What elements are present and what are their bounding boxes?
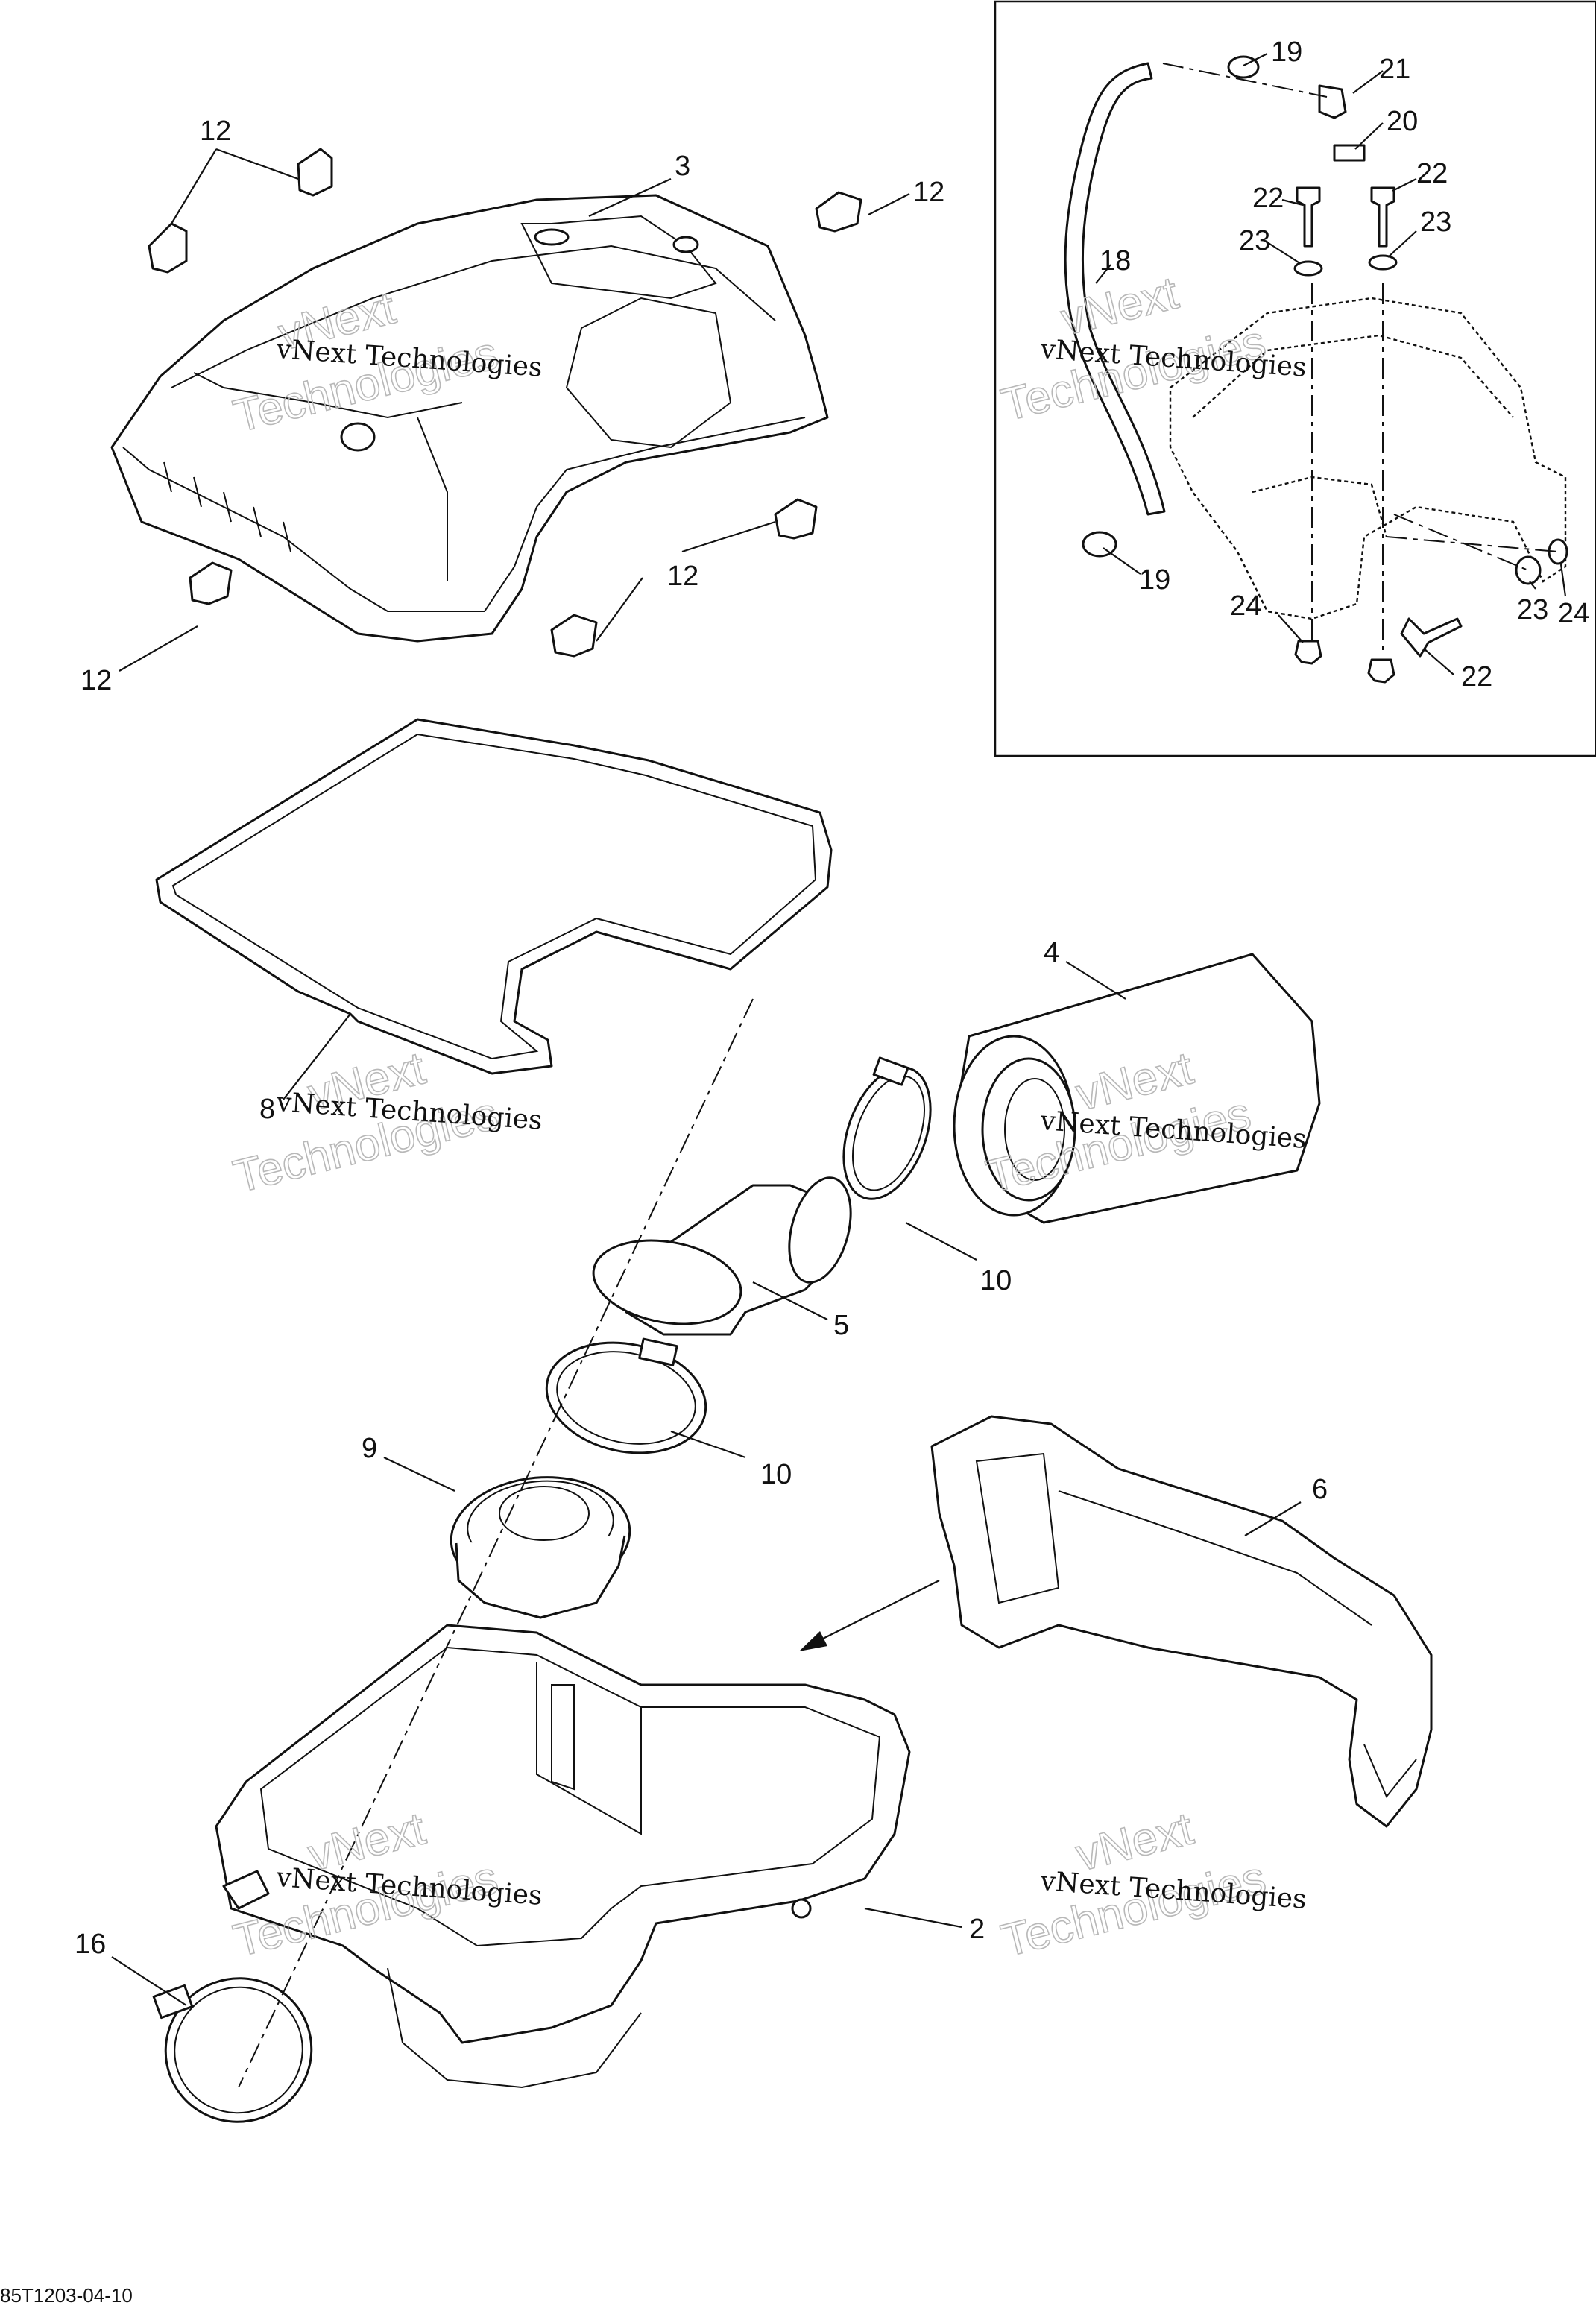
callout-4: 4: [1044, 937, 1059, 968]
part-air-box-cover: [110, 194, 829, 643]
callout-12-b: 12: [913, 177, 944, 208]
callout-24-a: 24: [1230, 590, 1261, 622]
callout-9: 9: [362, 1433, 377, 1464]
callout-18: 18: [1100, 245, 1131, 277]
part-intake-elbow: [592, 1176, 852, 1336]
callout-12-c: 12: [667, 561, 698, 592]
callout-24-b: 24: [1558, 598, 1589, 629]
callout-20: 20: [1387, 106, 1418, 137]
callout-16: 16: [75, 1929, 106, 1960]
part-hose-clamp-16: [152, 1977, 313, 2123]
callout-23-c: 23: [1517, 594, 1548, 625]
part-gasket: [155, 718, 833, 1075]
callout-3: 3: [675, 151, 690, 182]
part-clips: [148, 148, 862, 658]
assembly-arrow: [799, 1580, 940, 1651]
part-clamps: [545, 1056, 932, 1454]
part-adapter-boot: [450, 1476, 631, 1619]
part-air-box-base: [215, 1624, 911, 2089]
callout-10-a: 10: [980, 1265, 1012, 1296]
callout-22-b: 22: [1416, 158, 1448, 189]
callout-labels: 12 3 12 12 12 8 4 10 5 10 9 6 2 16 19 21…: [75, 37, 1589, 1960]
part-air-duct: [930, 1415, 1433, 1828]
inset-frame: [994, 0, 1596, 757]
callout-23-a: 23: [1239, 225, 1270, 256]
callout-19-a: 19: [1271, 37, 1302, 68]
callout-22-c: 22: [1461, 661, 1492, 693]
assembly-centerline: [238, 998, 754, 2088]
callout-12-a: 12: [200, 116, 231, 147]
callout-8: 8: [259, 1094, 275, 1125]
inset-vent-hose: [1064, 62, 1166, 516]
callout-6: 6: [1312, 1474, 1328, 1505]
callout-2: 2: [969, 1914, 985, 1945]
callout-12-d: 12: [81, 665, 112, 696]
callout-21: 21: [1379, 54, 1410, 85]
drawing-reference-code: 85T1203-04-10: [0, 2284, 133, 2307]
inset-fasteners: [1082, 55, 1568, 684]
leader-lines: [111, 53, 1567, 2006]
inset-air-box-dotted: [1169, 297, 1567, 620]
callout-19-b: 19: [1139, 564, 1170, 596]
part-air-filter: [953, 953, 1321, 1224]
callout-5: 5: [833, 1310, 849, 1341]
callout-22-a: 22: [1252, 183, 1284, 214]
callout-23-b: 23: [1420, 207, 1451, 238]
callout-10-b: 10: [760, 1459, 792, 1490]
